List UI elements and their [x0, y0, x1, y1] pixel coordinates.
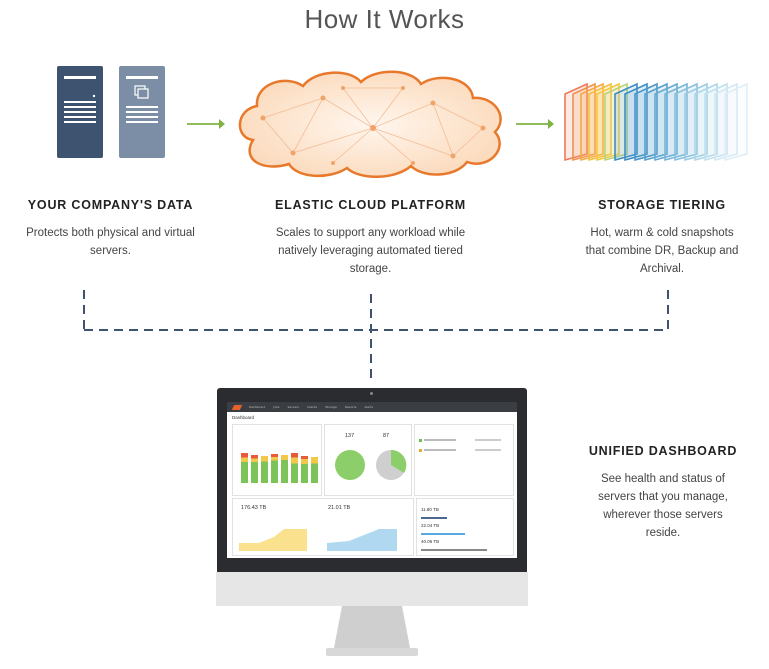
- area-series: [327, 529, 397, 551]
- bar: [311, 457, 318, 483]
- bar: [251, 455, 258, 483]
- section-description-line: See health and status of: [600, 473, 726, 485]
- bar: [261, 456, 268, 483]
- bar: [301, 456, 308, 483]
- storage-value: 22.04 TB: [421, 523, 440, 528]
- area-charts: [239, 529, 397, 551]
- list-line: [475, 449, 501, 451]
- page-title: How It Works: [304, 4, 465, 34]
- storage-value: 21.01 TB: [328, 505, 351, 511]
- section-description-line: natively leveraging automated tiered: [278, 245, 463, 257]
- monitor-stand: [216, 572, 528, 656]
- panel-protected-servers: 137 87: [324, 424, 412, 496]
- pie-slice: [335, 450, 365, 480]
- bar: [241, 453, 248, 483]
- bar: [281, 455, 288, 483]
- logo-icon: [231, 404, 243, 410]
- dashboard-monitor: Dashboard Jobs Servers Clients Storage R…: [217, 388, 527, 582]
- nav-item[interactable]: Reports: [344, 405, 357, 409]
- arrow-right-icon: [187, 119, 225, 129]
- list-line: [424, 449, 456, 451]
- section-description-line: storage.: [349, 263, 392, 275]
- panel-capacity: 11.80 TB 22.04 TB 40.06 TB: [416, 498, 514, 556]
- storage-value: 11.80 TB: [421, 507, 439, 512]
- nav-item[interactable]: Jobs: [273, 405, 280, 409]
- count-value: 87: [383, 433, 390, 439]
- pie-charts: [335, 449, 407, 480]
- bar: [291, 453, 298, 483]
- count-value: 137: [345, 433, 355, 439]
- nav-item[interactable]: Alerts: [364, 405, 374, 409]
- section-heading: UNIFIED DASHBOARD: [588, 444, 738, 458]
- section-description-line: servers.: [90, 245, 131, 257]
- bar: [271, 454, 278, 483]
- dashboard-screen: Dashboard Jobs Servers Clients Storage R…: [227, 402, 517, 558]
- storage-value: 176.43 TB: [241, 505, 267, 511]
- camera-dot: [370, 392, 373, 395]
- nav-item[interactable]: Storage: [325, 405, 337, 409]
- nav-item[interactable]: Dashboard: [249, 405, 266, 409]
- pie-slice: [391, 449, 407, 473]
- section-description-line: reside.: [645, 527, 681, 539]
- progress-bar: [421, 533, 465, 535]
- bar-chart: [241, 453, 318, 483]
- section-description-line: Scales to support any workload while: [275, 227, 466, 239]
- dashboard-nav: Dashboard Jobs Servers Clients Storage R…: [227, 402, 517, 412]
- section-description-line: Hot, warm & cold snapshots: [590, 227, 734, 239]
- list-line: [424, 439, 456, 441]
- section-description-line: Archival.: [639, 263, 685, 275]
- storage-tiers-icon: [564, 82, 748, 162]
- storage-tiering-section: STORAGE TIERING Hot, warm & cold snapsho…: [566, 198, 758, 278]
- unified-dashboard-section: UNIFIED DASHBOARD See health and status …: [572, 444, 754, 542]
- progress-bar: [421, 517, 447, 519]
- panel-storage: 176.43 TB 21.01 TB: [232, 498, 414, 556]
- monitor-screen: Dashboard Jobs Servers Clients Storage R…: [217, 388, 527, 572]
- section-description-line: Protects both physical and virtual: [26, 227, 195, 239]
- section-heading: ELASTIC CLOUD PLATFORM: [275, 198, 466, 212]
- section-description-line: that combine DR, Backup and: [585, 245, 739, 257]
- cloud-platform-section: ELASTIC CLOUD PLATFORM Scales to support…: [250, 198, 491, 278]
- section-description-line: wherever those servers: [603, 509, 723, 521]
- section-heading: STORAGE TIERING: [598, 198, 726, 212]
- servers-icon: [57, 66, 165, 158]
- company-data-section: YOUR COMPANY'S DATA Protects both physic…: [0, 198, 221, 260]
- cloud-icon: [238, 70, 502, 178]
- storage-value: 40.06 TB: [421, 539, 440, 544]
- list-line: [475, 439, 501, 441]
- dashed-connector: [83, 290, 669, 384]
- status-dot: [419, 449, 422, 452]
- progress-bar: [421, 549, 487, 551]
- nav-item[interactable]: Clients: [306, 405, 318, 409]
- area-series: [239, 529, 307, 551]
- panel-backups: [232, 424, 322, 496]
- arrow-right-icon: [516, 119, 554, 129]
- nav-item[interactable]: Servers: [287, 405, 299, 409]
- panel-alerts: [414, 424, 514, 496]
- dashboard-title: Dashboard: [232, 415, 255, 420]
- status-dot: [419, 439, 422, 442]
- section-description-line: servers that you manage,: [598, 491, 728, 503]
- section-heading: YOUR COMPANY'S DATA: [27, 198, 194, 212]
